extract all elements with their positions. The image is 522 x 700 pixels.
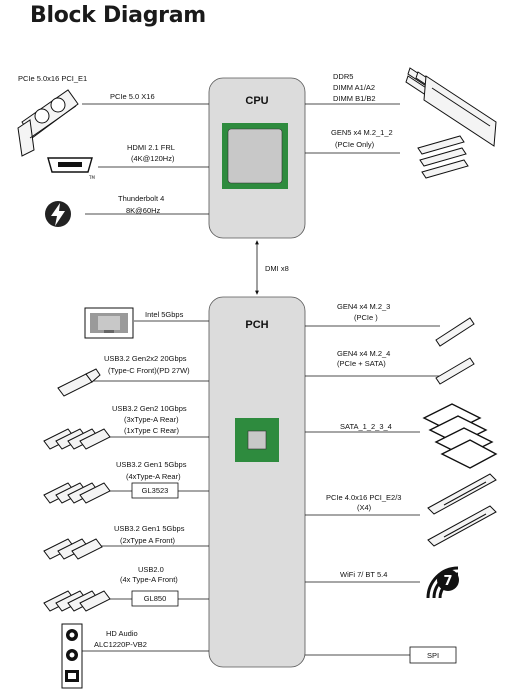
wifi-label: WiFi 7/ BT 5.4 <box>340 570 387 579</box>
ethernet-port-icon <box>84 307 134 339</box>
ddr-label-1: DDR5 <box>333 72 353 81</box>
m2-ssd-icon <box>435 317 475 347</box>
spi-box <box>409 646 457 664</box>
m2-4-label-2: (PCIe + SATA) <box>337 359 386 368</box>
tb-label-2: 8K@60Hz <box>126 206 161 215</box>
svg-text:TM: TM <box>88 175 95 180</box>
page-title: Block Diagram <box>30 3 206 28</box>
pcie-x4-label-1: PCIe 4.0x16 PCI_E2/3 <box>326 493 401 502</box>
gl3523-box <box>131 482 179 499</box>
thunderbolt-icon <box>45 201 71 227</box>
ddr-label-3: DIMM B1/B2 <box>333 94 376 103</box>
hdmi-label-1: HDMI 2.1 FRL <box>127 143 175 152</box>
pcie-x4-label-2: (X4) <box>357 503 372 512</box>
dmi-label: DMI x8 <box>265 264 289 273</box>
usb-c-plug-icon <box>57 368 101 397</box>
pcie-x16-label: PCIe 5.0 X16 <box>110 92 155 101</box>
usb-plugs-icon <box>43 482 111 504</box>
hdmi-port-icon: TM <box>47 157 95 180</box>
usb-c-label-1: USB3.2 Gen2x2 20Gbps <box>104 354 187 363</box>
usb-gen2-label-3: (1xType C Rear) <box>124 426 180 435</box>
gl850-label: GL850 <box>144 594 167 603</box>
sata-label: SATA_1_2_3_4 <box>340 422 392 431</box>
cpu-label: CPU <box>245 95 268 107</box>
gl3523-label: GL3523 <box>142 486 169 495</box>
pcie-slots-icon <box>427 473 497 547</box>
pch-label: PCH <box>245 319 268 331</box>
usb2-label-2: (4x Type-A Front) <box>120 575 178 584</box>
dmi-link: DMI x8 <box>255 240 289 295</box>
usb2-label-1: USB2.0 <box>138 565 164 574</box>
m2-gen5-label-2: (PCIe Only) <box>335 140 375 149</box>
audio-label-1: HD Audio <box>106 629 138 638</box>
usb-gen1r-label-1: USB3.2 Gen1 5Gbps <box>116 460 187 469</box>
m2-ssd-icon <box>435 357 475 385</box>
svg-text:7: 7 <box>443 574 452 589</box>
gl850-box <box>131 590 179 607</box>
usb-gen1f-label-1: USB3.2 Gen1 5Gbps <box>114 524 185 533</box>
usb-gen1f-label-2: (2xType A Front) <box>120 536 176 545</box>
sata-drives-icon <box>422 403 498 469</box>
spi-label: SPI <box>427 651 439 660</box>
m2-gen5-label-1: GEN5 x4 M.2_1_2 <box>331 128 393 137</box>
usb-plugs-icon <box>43 590 111 612</box>
ddr-label-2: DIMM A1/A2 <box>333 83 375 92</box>
hdmi-label-2: (4K@120Hz) <box>131 154 175 163</box>
usb-c-label-2: (Type-C Front)(PD 27W) <box>108 366 190 375</box>
m2-ssd-icon <box>417 135 469 179</box>
cpu-chip-icon <box>222 123 288 189</box>
cpu-block: CPU <box>208 77 306 239</box>
tb-label-1: Thunderbolt 4 <box>118 194 164 203</box>
usb-gen1r-label-2: (4xType-A Rear) <box>126 472 181 481</box>
usb-plugs-icon <box>43 428 111 450</box>
m2-3-label-2: (PCIe ) <box>354 313 378 322</box>
wifi7-icon: 7 <box>426 566 459 599</box>
m2-4-label-1: GEN4 x4 M.2_4 <box>337 349 390 358</box>
m2-3-label-1: GEN4 x4 M.2_3 <box>337 302 390 311</box>
pch-block: PCH <box>208 296 306 668</box>
pcie-slot-label: PCIe 5.0x16 PCI_E1 <box>18 74 87 83</box>
audio-jacks-icon <box>61 623 83 689</box>
usb-gen2-label-2: (3xType-A Rear) <box>124 415 179 424</box>
lan-label: Intel 5Gbps <box>145 310 184 319</box>
usb-plugs-icon <box>43 538 103 560</box>
usb-gen2-label-1: USB3.2 Gen2 10Gbps <box>112 404 187 413</box>
dimm-icon <box>405 67 497 147</box>
audio-label-2: ALC1220P-VB2 <box>94 640 147 649</box>
pch-chip-icon <box>235 418 279 462</box>
graphics-card-icon <box>17 89 79 157</box>
